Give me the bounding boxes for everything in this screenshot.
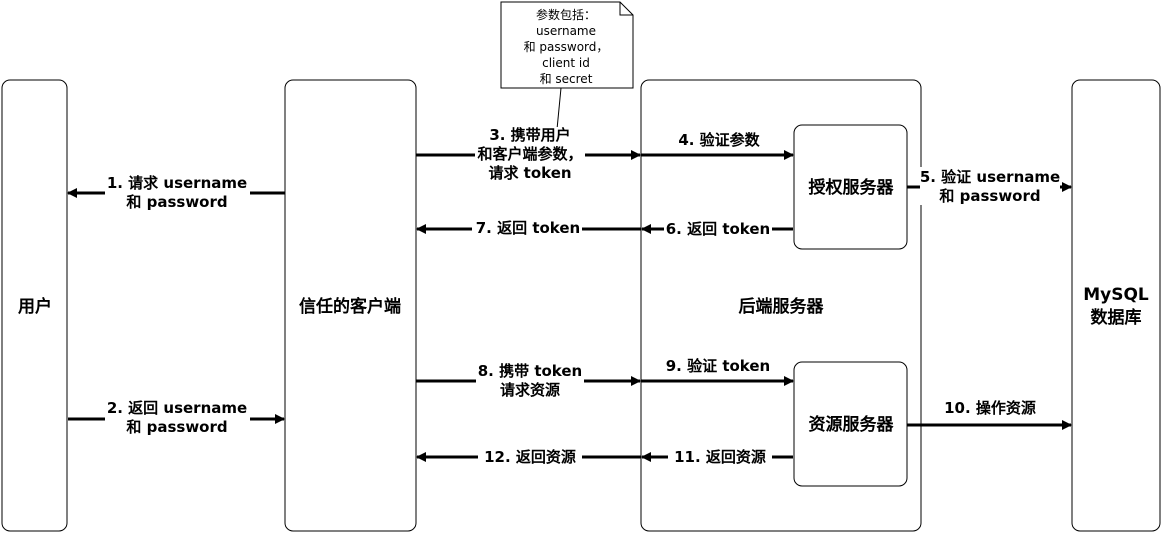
params-note xyxy=(500,1,634,151)
note-line-3: 和 password， xyxy=(524,40,609,54)
note-line-4: client id xyxy=(542,56,590,70)
edge-11-label: 11. 返回资源 xyxy=(674,448,766,466)
client-label: 信任的客户端 xyxy=(299,296,401,317)
edge-6-label: 6. 返回 token xyxy=(666,220,770,238)
edge-3-label-line-2: 和客户端参数， xyxy=(477,145,582,163)
db-node xyxy=(1071,79,1161,532)
note-line-5: 和 secret xyxy=(540,72,593,86)
backend-label: 后端服务器 xyxy=(739,296,825,317)
resource-server-label: 资源服务器 xyxy=(809,414,895,435)
edge-3-label-line-3: 请求 token xyxy=(488,164,571,182)
edge-10-label: 10. 操作资源 xyxy=(944,399,1036,417)
edge-9-label: 9. 验证 token xyxy=(666,357,770,375)
edge-12-label: 12. 返回资源 xyxy=(484,448,576,466)
edge-2-label-line-2: 和 password xyxy=(126,418,227,436)
user-label: 用户 xyxy=(18,296,52,317)
auth-server-label: 授权服务器 xyxy=(809,177,895,198)
edge-5-label-line-2: 和 password xyxy=(939,187,1040,205)
edge-1-label-line-2: 和 password xyxy=(126,193,227,211)
note-line-2: username xyxy=(536,24,596,38)
db-label-line-1: MySQL xyxy=(1083,285,1149,305)
edge-4-label: 4. 验证参数 xyxy=(678,131,760,149)
edge-3-label-line-1: 3. 携带用户 xyxy=(489,126,570,144)
note-line-1: 参数包括： xyxy=(536,7,596,22)
edge-8-label-line-1: 8. 携带 token xyxy=(478,362,582,380)
user-node xyxy=(1,79,68,532)
edge-7-label: 7. 返回 token xyxy=(476,219,580,237)
edge-5-label-line-1: 5. 验证 username xyxy=(920,168,1060,186)
client-node xyxy=(284,79,417,532)
db-label-line-2: 数据库 xyxy=(1091,307,1142,328)
edge-2-label-line-1: 2. 返回 username xyxy=(107,399,247,417)
edge-8-label-line-2: 请求资源 xyxy=(500,381,560,399)
edge-1-label-line-1: 1. 请求 username xyxy=(107,174,247,192)
